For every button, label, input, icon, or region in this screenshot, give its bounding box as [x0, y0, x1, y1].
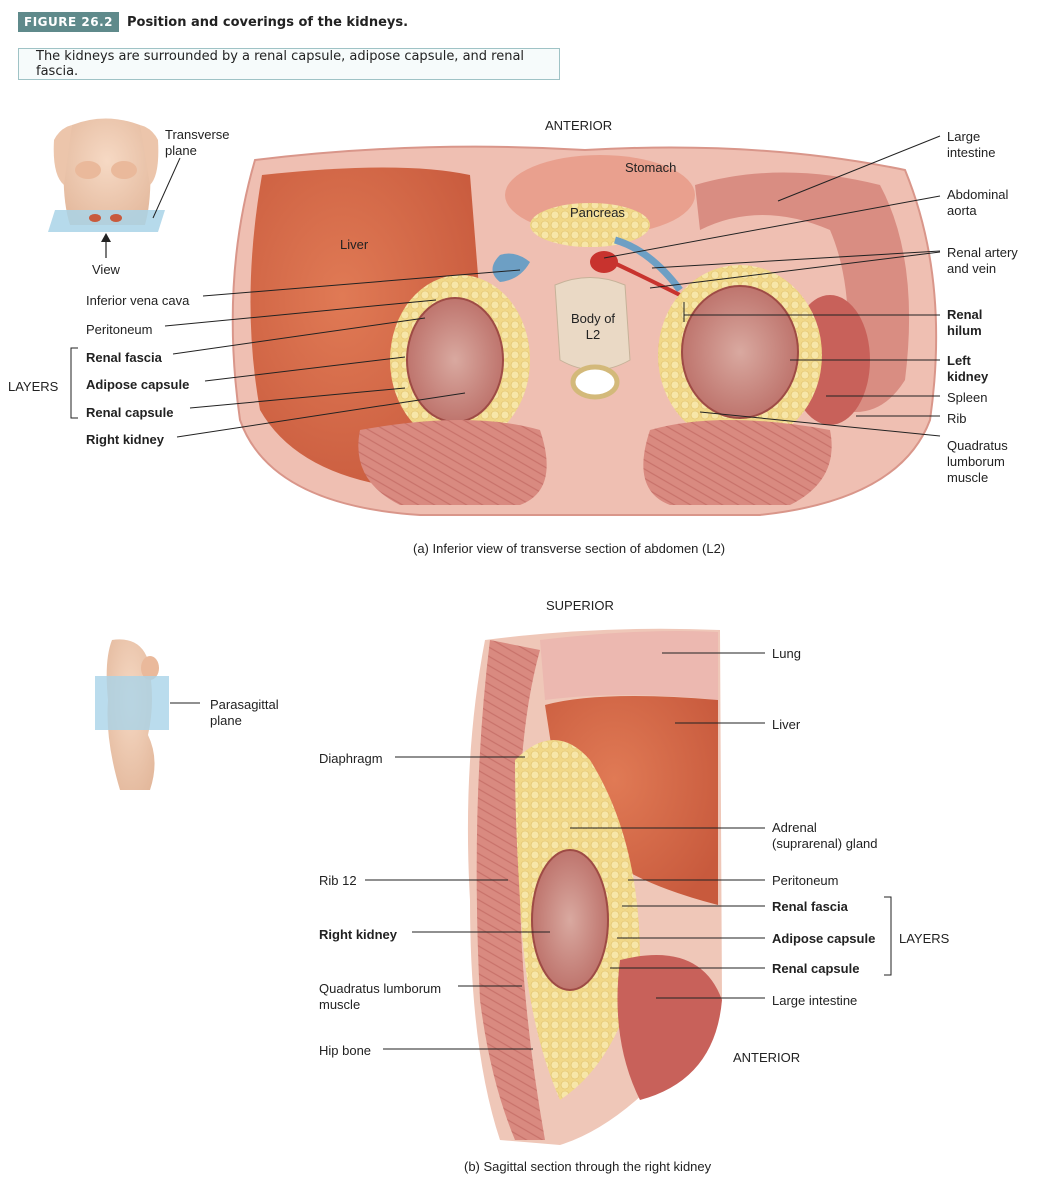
transverse-section-illustration [231, 145, 938, 516]
orientation-superior-b: SUPERIOR [546, 598, 614, 613]
transverse-plane-label: Transverse plane [165, 127, 230, 158]
left-kidney-shape [681, 285, 799, 419]
adipose-capsule-label-b: Adipose capsule [772, 931, 876, 946]
large-intestine-label-b: Large intestine [772, 993, 858, 1008]
lung-shape [540, 631, 718, 700]
leader-lines-a [152, 135, 941, 438]
layers-bracket-b [884, 896, 892, 976]
renal-capsule-label-b: Renal capsule [772, 961, 860, 976]
figure-title: Position and coverings of the kidneys. [126, 14, 409, 30]
leader-lines-b [170, 652, 765, 1050]
orientation-anterior-a: ANTERIOR [545, 118, 613, 133]
view-label: View [92, 262, 120, 277]
spleen-label: Spleen [947, 390, 988, 405]
sagittal-large-intestine-shape [617, 955, 722, 1100]
adrenal-gland-label: Adrenal (suprarenal) gland [772, 820, 878, 851]
renal-hilum-label: Renal hilum [947, 307, 983, 338]
sagittal-section-illustration [467, 628, 722, 1145]
peritoneum-label-a: Peritoneum [86, 322, 153, 337]
renal-artery-vein-label: Renal artery and vein [947, 245, 1018, 276]
renal-fascia-label-b: Renal fascia [772, 899, 848, 914]
adipose-capsule-label-a: Adipose capsule [86, 377, 190, 392]
figure-header: FIGURE 26.2 Position and coverings of th… [18, 12, 408, 32]
left-kidney-label: Left kidney [947, 353, 989, 384]
ivc-label: Inferior vena cava [86, 293, 190, 308]
sagittal-liver-shape [545, 696, 718, 905]
figure-summary: The kidneys are surrounded by a renal ca… [18, 48, 560, 80]
l2-vertebra-shape [554, 277, 631, 371]
liver-label-b: Liver [772, 717, 801, 732]
right-kidney-shape [406, 297, 504, 423]
stomach-label: Stomach [625, 160, 677, 175]
caption-b: (b) Sagittal section through the right k… [464, 1159, 712, 1174]
torso-inset-illustration [48, 118, 165, 232]
ivc-shape [492, 253, 530, 282]
body-l2-label: Body of L2 [570, 311, 616, 342]
view-arrow-icon [101, 233, 111, 258]
lung-label: Lung [772, 646, 801, 661]
layers-bracket-a [70, 347, 78, 419]
right-kidney-label-a: Right kidney [86, 432, 165, 447]
orientation-anterior-b: ANTERIOR [733, 1050, 801, 1065]
pancreas-label: Pancreas [570, 205, 625, 220]
quadratus-label-b: Quadratus lumborum muscle [319, 981, 442, 1012]
renal-capsule-label-a: Renal capsule [86, 405, 174, 420]
renal-fascia-label-a: Renal fascia [86, 350, 162, 365]
side-body-inset-illustration [95, 639, 169, 790]
abdominal-aorta-label: Abdominal aorta [947, 187, 1009, 218]
figure-summary-text: The kidneys are surrounded by a renal ca… [36, 49, 525, 79]
figure-number: FIGURE 26.2 [18, 12, 119, 32]
right-kidney-label-b: Right kidney [319, 927, 398, 942]
rib-label: Rib [947, 411, 967, 426]
sagittal-kidney-shape [531, 849, 609, 991]
parasagittal-plane-icon [95, 676, 169, 730]
rib12-label: Rib 12 [319, 873, 357, 888]
layers-label-b: LAYERS [899, 931, 950, 946]
transverse-plane-icon [48, 210, 165, 232]
large-intestine-label-a: Large intestine [947, 129, 996, 160]
diaphragm-label: Diaphragm [319, 751, 383, 766]
parasagittal-plane-label: Parasagittal plane [210, 697, 279, 728]
layers-label-a: LAYERS [8, 379, 59, 394]
caption-a: (a) Inferior view of transverse section … [413, 541, 726, 556]
quadratus-label-a: Quadratus lumborum muscle [947, 438, 1008, 485]
liver-label-a: Liver [340, 237, 369, 252]
hip-bone-label: Hip bone [319, 1043, 372, 1058]
peritoneum-label-b: Peritoneum [772, 873, 839, 888]
pancreas-shape [530, 203, 650, 247]
